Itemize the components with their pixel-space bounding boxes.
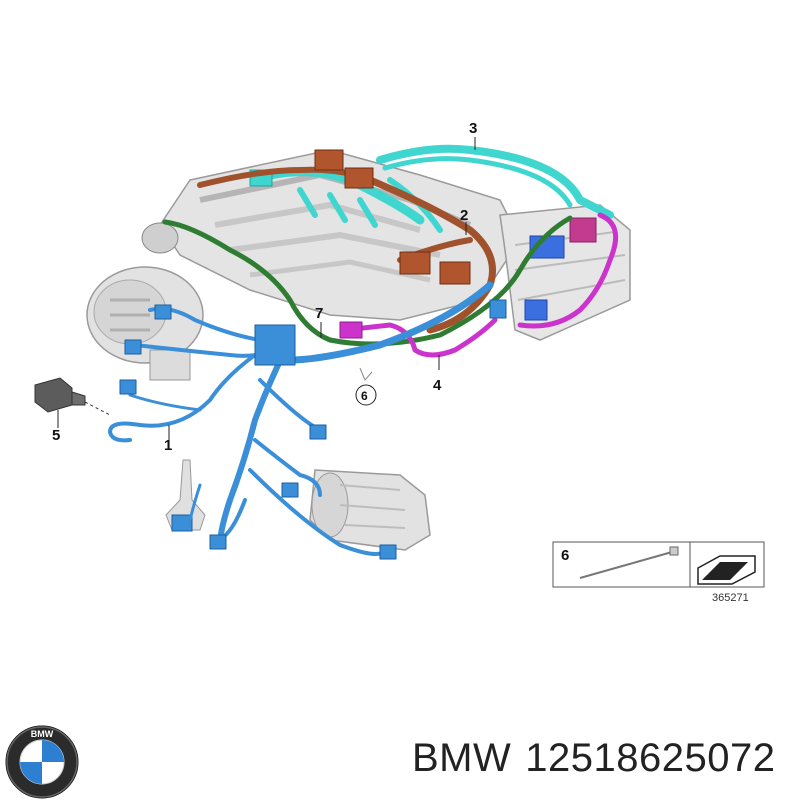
callout-5: 5: [52, 427, 60, 444]
brand-name: BMW: [412, 736, 512, 780]
svg-text:6: 6: [361, 389, 368, 403]
diagram-number: 365271: [712, 592, 749, 604]
sensor-post: [165, 459, 206, 532]
callout-4: 4: [433, 377, 442, 394]
bmw-logo-icon: BMW: [5, 725, 79, 799]
arrow-icon: [697, 555, 756, 585]
inset-label: 6: [561, 547, 569, 564]
part-caption: BMW 12518625072: [412, 736, 789, 781]
cable-tie-icon: [579, 546, 679, 579]
callout-2: 2: [460, 207, 468, 224]
svg-text:BMW: BMW: [31, 729, 54, 739]
alternator: [86, 266, 204, 381]
leader-lines: [57, 137, 476, 440]
harness-4: [339, 212, 619, 358]
control-module: [499, 204, 631, 341]
callout-3: 3: [469, 120, 477, 137]
callout-1: 1: [164, 437, 172, 454]
part-6-inset: 6 365271: [552, 541, 765, 604]
part-number: 12518625072: [525, 736, 776, 780]
callout-6-circle: 6: [355, 367, 377, 406]
harness-2: [197, 149, 496, 334]
harness-7: [162, 215, 573, 347]
callout-7: 7: [315, 305, 323, 322]
connector-part-5: [34, 377, 111, 416]
harness-1: [108, 281, 507, 560]
